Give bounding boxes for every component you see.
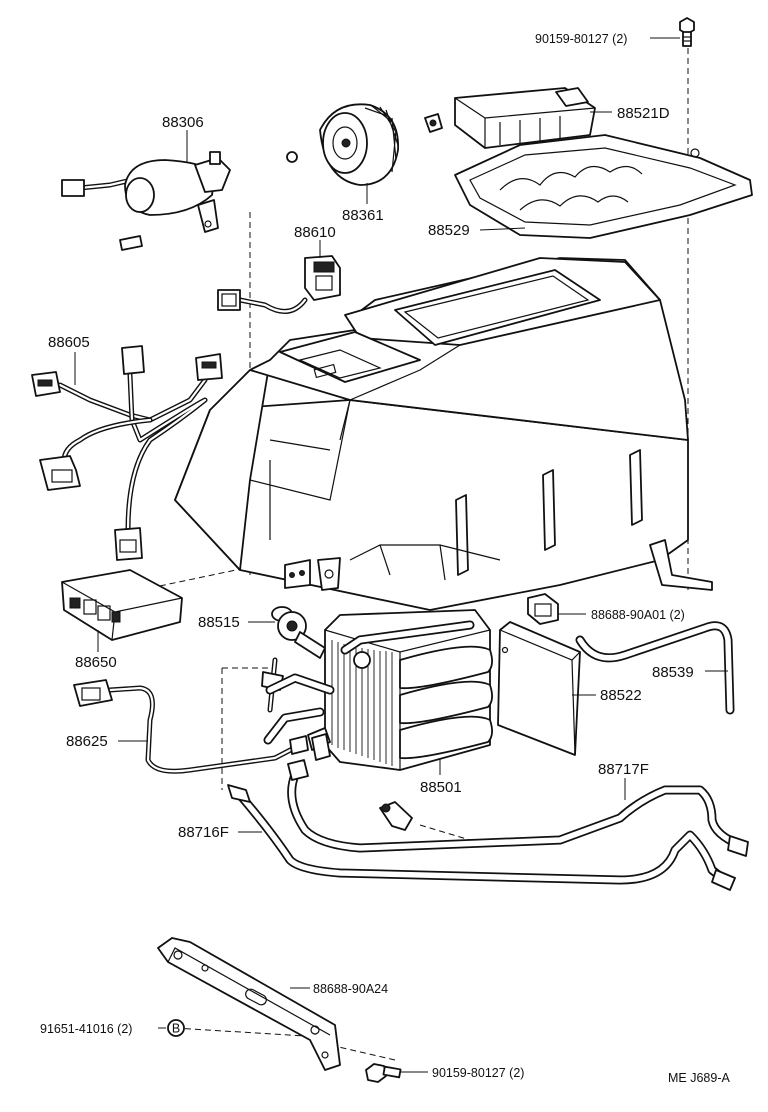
reference-code: ME J689-A: [668, 1071, 730, 1085]
label-thermistor: 88625: [66, 733, 108, 750]
bracket-88688-90a24: [157, 937, 341, 1071]
plate-88522: [497, 621, 581, 756]
hose-88539: [575, 621, 735, 715]
label-tube-rear: 88717F: [598, 761, 649, 778]
callout-leaders: [74, 37, 728, 1073]
label-amplifier: 88650: [75, 654, 117, 671]
label-resistor: 88610: [294, 224, 336, 241]
amplifier-88650: [61, 569, 183, 641]
label-hose: 88539: [652, 664, 694, 681]
clamp-88688-90a01: [527, 593, 559, 625]
label-cover: 88521D: [617, 105, 670, 122]
harness-88605: [31, 345, 223, 561]
label-tube-front: 88716F: [178, 824, 229, 841]
bolt-bottom: [365, 1063, 402, 1083]
cover-88521d: [454, 87, 596, 149]
resistor-88610: [217, 255, 341, 314]
label-cover-seal: 88529: [428, 222, 470, 239]
callout-labels: 90159-80127 (2) 88521D 88306 88361 88529…: [40, 32, 730, 1085]
thermistor-88625: [73, 679, 331, 774]
blower-88361: [286, 103, 443, 186]
label-blower: 88361: [342, 207, 384, 224]
tube-88717f: [287, 733, 749, 857]
label-valve: 88515: [198, 614, 240, 631]
evaporator-88501: [263, 609, 493, 771]
label-bolt-b: 91651-41016 (2): [40, 1022, 132, 1036]
label-harness: 88605: [48, 334, 90, 351]
tube-88716f: [227, 784, 736, 891]
cover-seal-88529: [454, 134, 753, 239]
tube-clip: [379, 801, 413, 831]
label-clamp-right: 88688-90A01 (2): [591, 608, 685, 622]
label-bracket: 88688-90A24: [313, 982, 388, 996]
circle-marker-b: B: [167, 1019, 185, 1037]
label-bolt-bottom: 90159-80127 (2): [432, 1066, 524, 1080]
heater-cooler-case: [174, 257, 713, 611]
label-motor: 88306: [162, 114, 204, 131]
label-bolt-top: 90159-80127 (2): [535, 32, 627, 46]
label-evaporator: 88501: [420, 779, 462, 796]
motor-88306: [61, 151, 231, 251]
bolt-top: [679, 17, 695, 47]
label-plate: 88522: [600, 687, 642, 704]
circle-marker-b-label: B: [172, 1022, 180, 1036]
